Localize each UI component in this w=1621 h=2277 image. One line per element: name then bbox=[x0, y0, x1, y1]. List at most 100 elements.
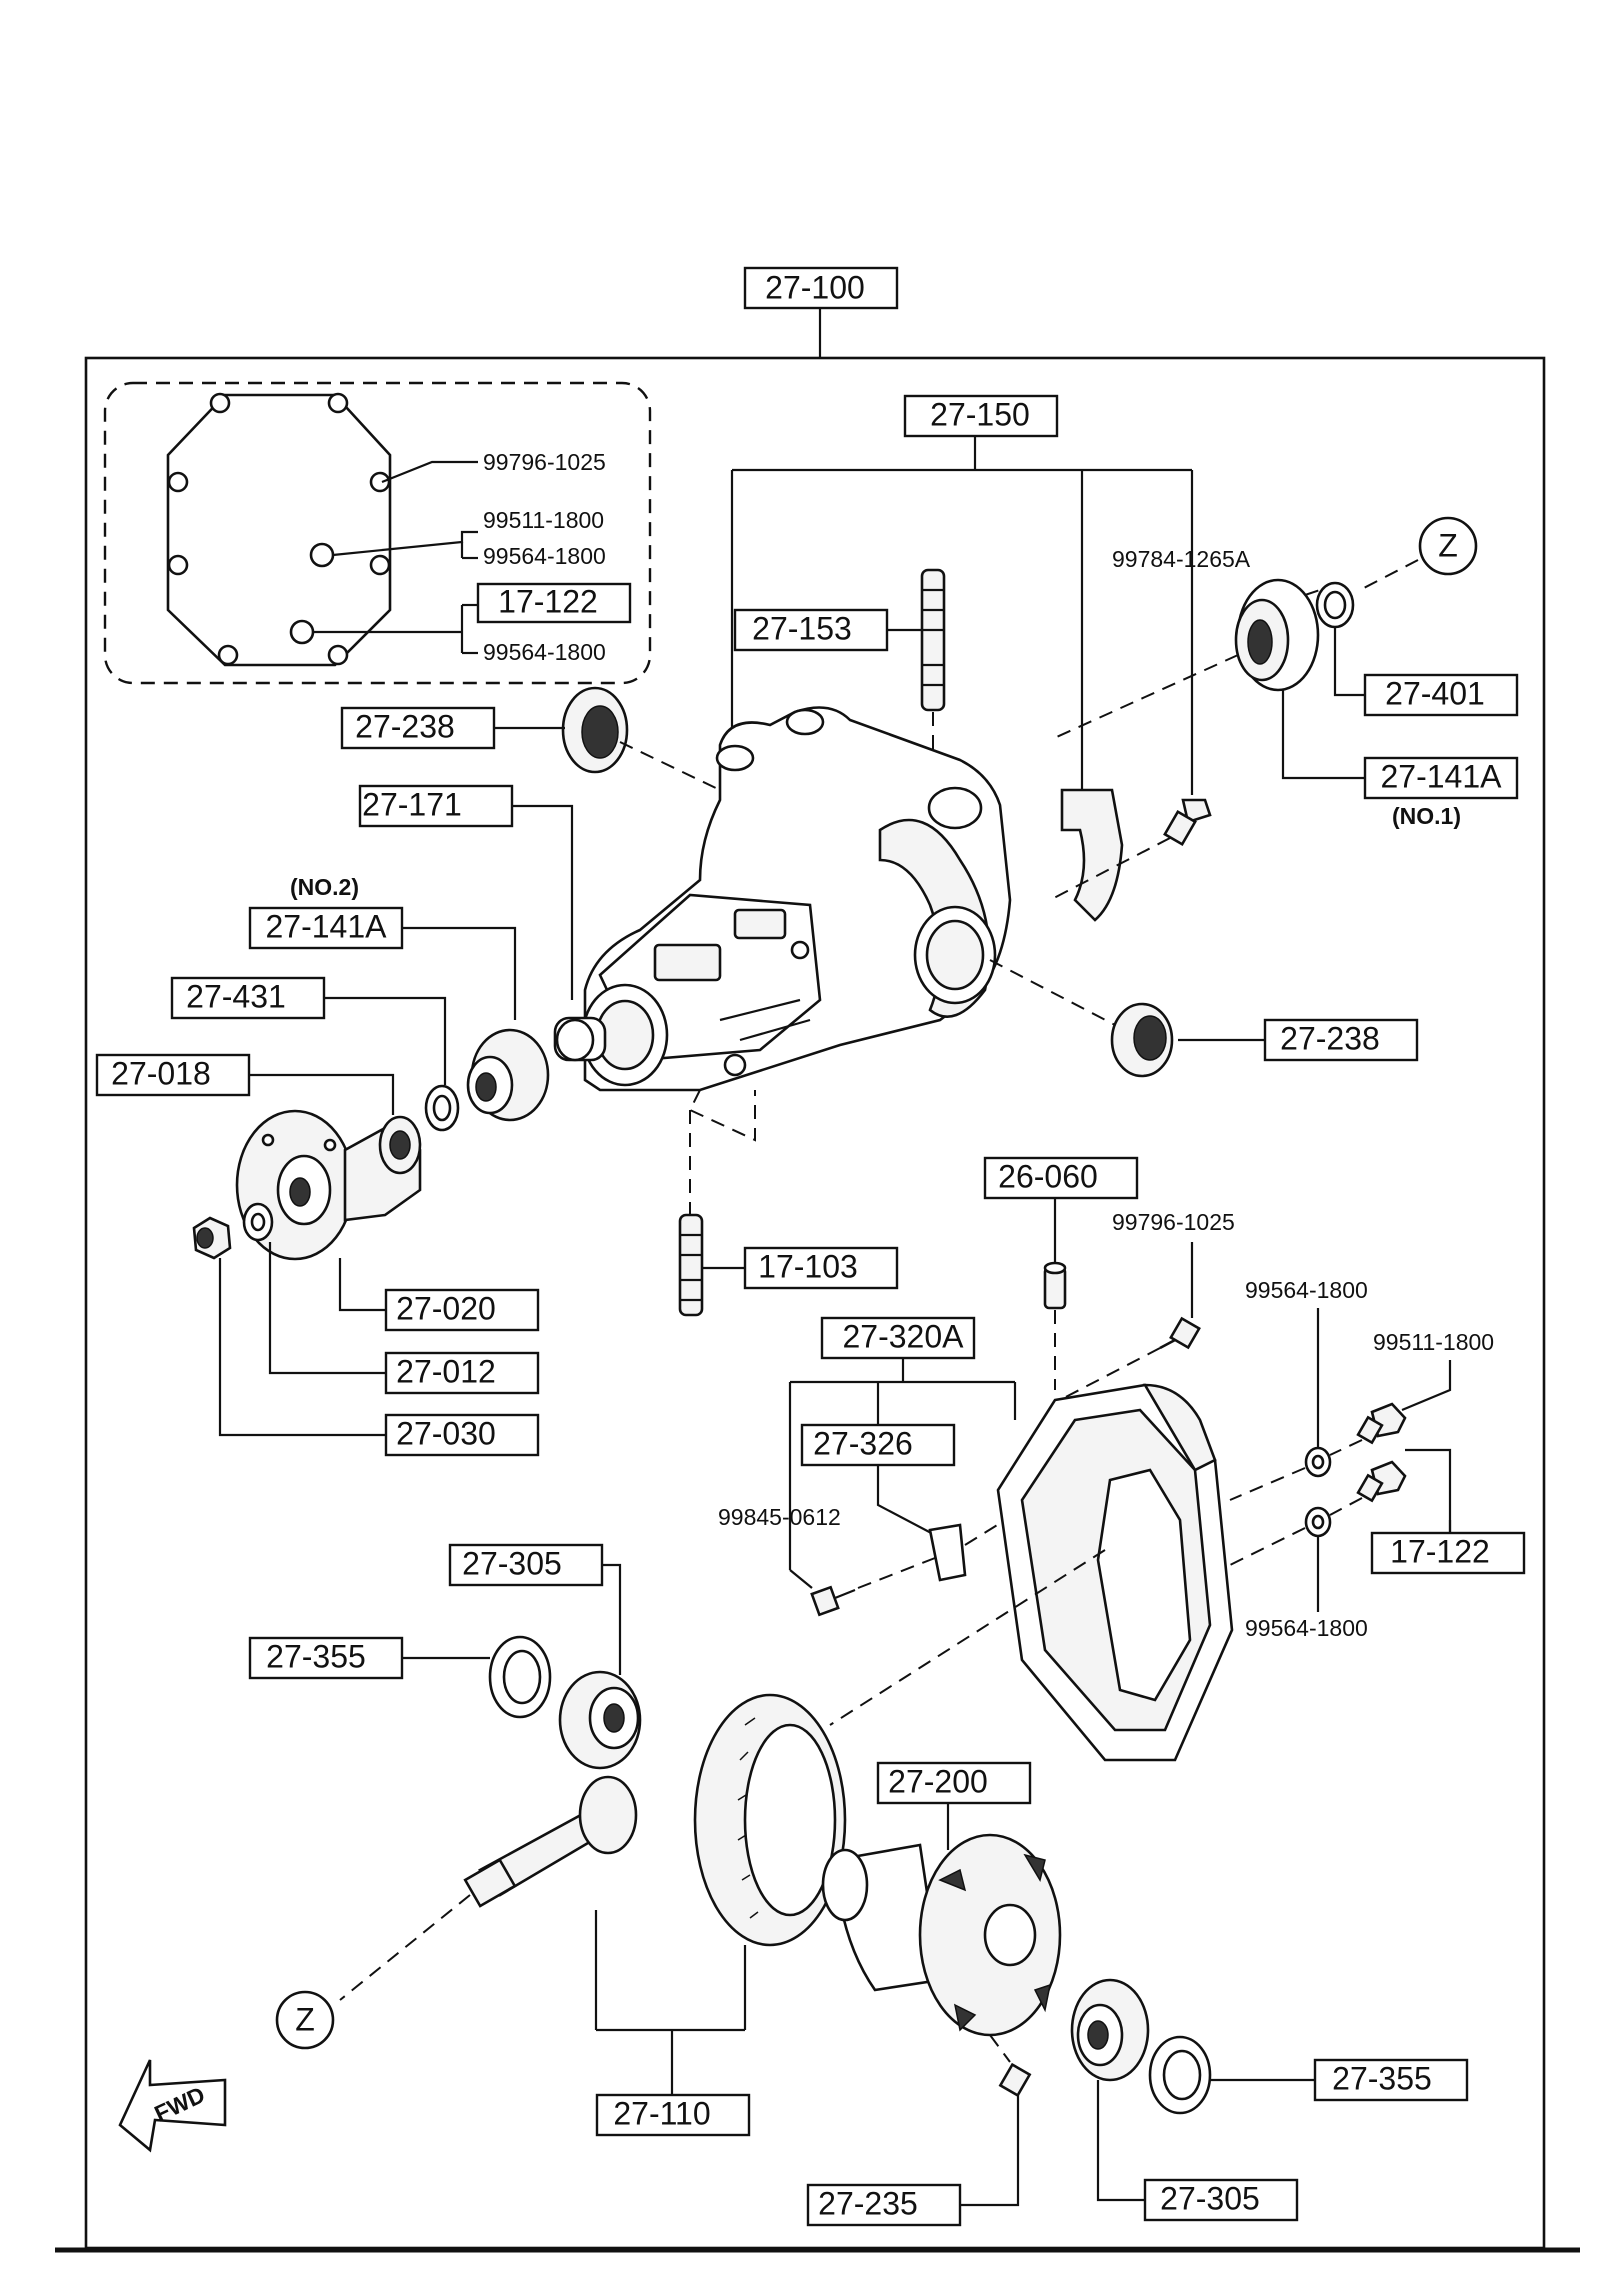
svg-text:17-122: 17-122 bbox=[1390, 1533, 1490, 1569]
svg-text:27-305: 27-305 bbox=[1160, 2180, 1260, 2216]
bearing-27-305-left bbox=[558, 1670, 642, 1770]
label-27-030: 27-030 bbox=[218, 1258, 540, 1457]
svg-text:27-150: 27-150 bbox=[930, 396, 1030, 432]
svg-text:99511-1800: 99511-1800 bbox=[483, 507, 604, 533]
svg-text:99796-1025: 99796-1025 bbox=[1112, 1209, 1235, 1235]
seal-27-238-right bbox=[989, 959, 1174, 1078]
svg-text:27-030: 27-030 bbox=[396, 1415, 496, 1451]
label-26-060: 26-060 bbox=[983, 1156, 1139, 1265]
label-27-238-top: 27-238 bbox=[340, 706, 565, 750]
svg-text:99511-1800: 99511-1800 bbox=[1373, 1329, 1494, 1355]
svg-text:27-020: 27-020 bbox=[396, 1290, 496, 1326]
bolt-99796 bbox=[1059, 1316, 1201, 1401]
svg-text:99564-1800: 99564-1800 bbox=[483, 543, 606, 569]
stud-27-153 bbox=[920, 568, 946, 790]
gasket-outline bbox=[166, 393, 392, 667]
breather-26-060 bbox=[1043, 1261, 1067, 1390]
svg-text:27-401: 27-401 bbox=[1385, 675, 1485, 711]
nut-27-030 bbox=[192, 1216, 232, 1260]
label-27-305-right: 27-305 bbox=[1096, 2080, 1299, 2222]
svg-text:27-110: 27-110 bbox=[613, 2095, 710, 2131]
svg-text:Z: Z bbox=[1438, 527, 1458, 563]
svg-text:27-171: 27-171 bbox=[362, 786, 462, 822]
label-27-150: 27-150 bbox=[730, 394, 1194, 795]
label-27-110: 27-110 bbox=[594, 1910, 751, 2137]
ring-gear bbox=[693, 1693, 847, 1947]
label-27-355-left: 27-355 bbox=[248, 1636, 490, 1680]
svg-text:27-431: 27-431 bbox=[186, 978, 286, 1014]
nameplate-27-326 bbox=[928, 1523, 967, 1582]
bolt-27-235 bbox=[989, 2034, 1032, 2098]
svg-text:27-141A: 27-141A bbox=[1381, 758, 1503, 794]
flange-27-020 bbox=[235, 1109, 422, 1261]
svg-text:99784-1265A: 99784-1265A bbox=[1112, 546, 1251, 572]
washer-plug-top bbox=[1229, 1402, 1407, 1501]
gasket-inset: 99796-1025 99511-1800 99564-1800 17-122 … bbox=[103, 381, 652, 685]
drive-pinion bbox=[339, 1775, 638, 2001]
rear-cover bbox=[996, 1383, 1234, 1762]
z-marker-top: Z bbox=[1359, 516, 1478, 591]
bearing-no1 bbox=[1234, 578, 1355, 692]
carrier-housing bbox=[553, 706, 1012, 1225]
svg-text:27-141A: 27-141A bbox=[266, 908, 388, 944]
label-27-020: 27-020 bbox=[338, 1258, 540, 1332]
svg-text:27-305: 27-305 bbox=[462, 1545, 562, 1581]
svg-text:99564-1800: 99564-1800 bbox=[483, 639, 606, 665]
label-27-305-left: 27-305 bbox=[448, 1543, 622, 1675]
svg-text:Z: Z bbox=[295, 2001, 315, 2037]
svg-text:17-103: 17-103 bbox=[758, 1248, 858, 1284]
label-27-141a-no2: 27-141A bbox=[248, 906, 517, 1020]
svg-text:27-238: 27-238 bbox=[1280, 1020, 1380, 1056]
svg-text:27-153: 27-153 bbox=[752, 610, 852, 646]
seal-27-355-right bbox=[1148, 2035, 1212, 2115]
svg-text:99564-1800: 99564-1800 bbox=[1245, 1615, 1368, 1641]
svg-text:27-012: 27-012 bbox=[396, 1353, 496, 1389]
label-no2: (NO.2) bbox=[290, 874, 359, 900]
bearing-cap bbox=[1060, 788, 1124, 922]
label-27-326: 27-326 bbox=[800, 1423, 956, 1536]
label-27-200: 27-200 bbox=[876, 1761, 1032, 1850]
label-27-431: 27-431 bbox=[170, 976, 447, 1085]
svg-text:(NO.2): (NO.2) bbox=[290, 874, 359, 900]
label-27-320a: 27-320A bbox=[788, 1316, 1017, 1570]
washer-27-012 bbox=[242, 1202, 274, 1242]
svg-text:99845-0612: 99845-0612 bbox=[718, 1504, 841, 1530]
bolt-99845 bbox=[810, 1557, 936, 1617]
svg-text:99564-1800: 99564-1800 bbox=[1245, 1277, 1368, 1303]
bearing-27-305-right bbox=[1070, 1978, 1150, 2082]
label-27-401: 27-401 bbox=[1333, 628, 1519, 717]
label-27-235: 27-235 bbox=[806, 2095, 1020, 2227]
svg-text:27-235: 27-235 bbox=[818, 2185, 918, 2221]
svg-text:(NO.1): (NO.1) bbox=[1392, 803, 1461, 829]
label-27-018: 27-018 bbox=[95, 1053, 395, 1115]
svg-text:27-355: 27-355 bbox=[1332, 2060, 1432, 2096]
svg-text:27-238: 27-238 bbox=[355, 708, 455, 744]
label-17-122-right: 17-122 bbox=[1370, 1448, 1526, 1575]
differential-case bbox=[821, 1833, 1062, 2037]
svg-text:27-018: 27-018 bbox=[111, 1055, 211, 1091]
z-marker-bottom: Z bbox=[275, 1990, 335, 2050]
stud-17-103 bbox=[678, 1213, 704, 1317]
svg-text:99796-1025: 99796-1025 bbox=[483, 449, 606, 475]
seal-27-355-left bbox=[488, 1635, 552, 1719]
svg-text:26-060: 26-060 bbox=[998, 1158, 1098, 1194]
svg-text:27-200: 27-200 bbox=[888, 1763, 988, 1799]
seal-27-238-top bbox=[561, 686, 721, 791]
spacer-27-431 bbox=[424, 1084, 460, 1132]
label-27-238-right: 27-238 bbox=[1178, 1018, 1419, 1062]
svg-text:27-320A: 27-320A bbox=[843, 1318, 965, 1354]
label-27-100: 27-100 bbox=[743, 266, 899, 358]
label-27-012: 27-012 bbox=[268, 1242, 540, 1395]
bearing-no2 bbox=[466, 1028, 550, 1122]
label-17-103: 17-103 bbox=[702, 1246, 899, 1290]
svg-text:27-326: 27-326 bbox=[813, 1425, 913, 1461]
svg-text:27-355: 27-355 bbox=[266, 1638, 366, 1674]
label-27-355-right: 27-355 bbox=[1210, 2058, 1469, 2102]
bolt-99784 bbox=[1163, 780, 1212, 847]
fwd-arrow-icon: FWD bbox=[118, 2059, 227, 2153]
label-27-171: 27-171 bbox=[358, 784, 574, 1000]
label-27-153: 27-153 bbox=[733, 608, 922, 652]
label-27-141a-no1: 27-141A (NO.1) bbox=[1281, 690, 1519, 829]
svg-text:27-100: 27-100 bbox=[765, 269, 865, 305]
